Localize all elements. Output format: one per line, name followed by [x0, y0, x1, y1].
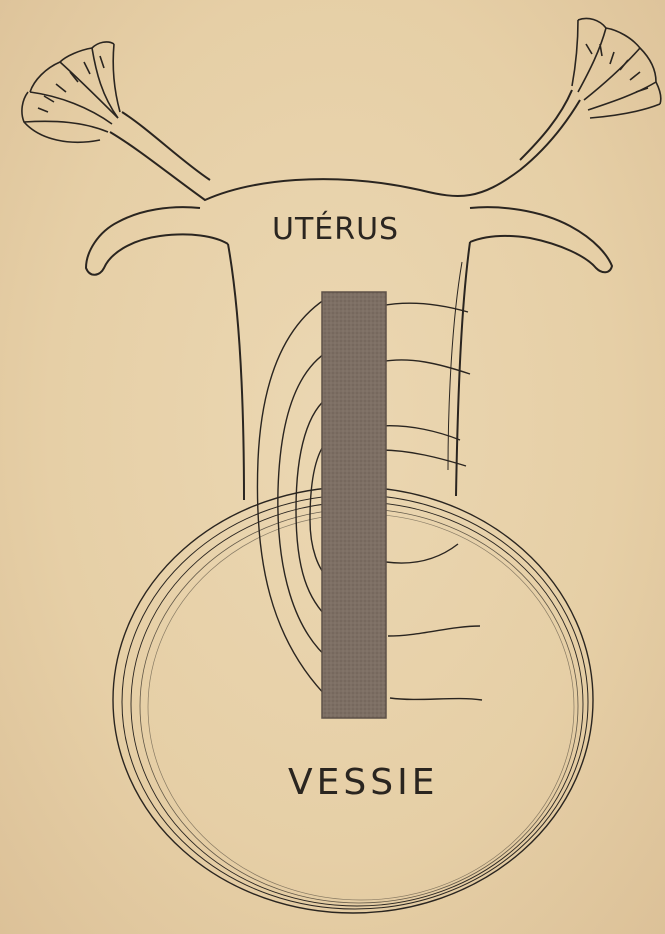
- bladder-label: VESSIE: [288, 762, 438, 803]
- uterus-label: UTÉRUS: [272, 212, 399, 247]
- field-lines-left: [257, 296, 330, 700]
- right-fimbriae: [572, 18, 661, 118]
- electrode-bar: [322, 292, 386, 718]
- field-lines-right: [380, 303, 482, 700]
- left-fimbriae: [22, 42, 120, 142]
